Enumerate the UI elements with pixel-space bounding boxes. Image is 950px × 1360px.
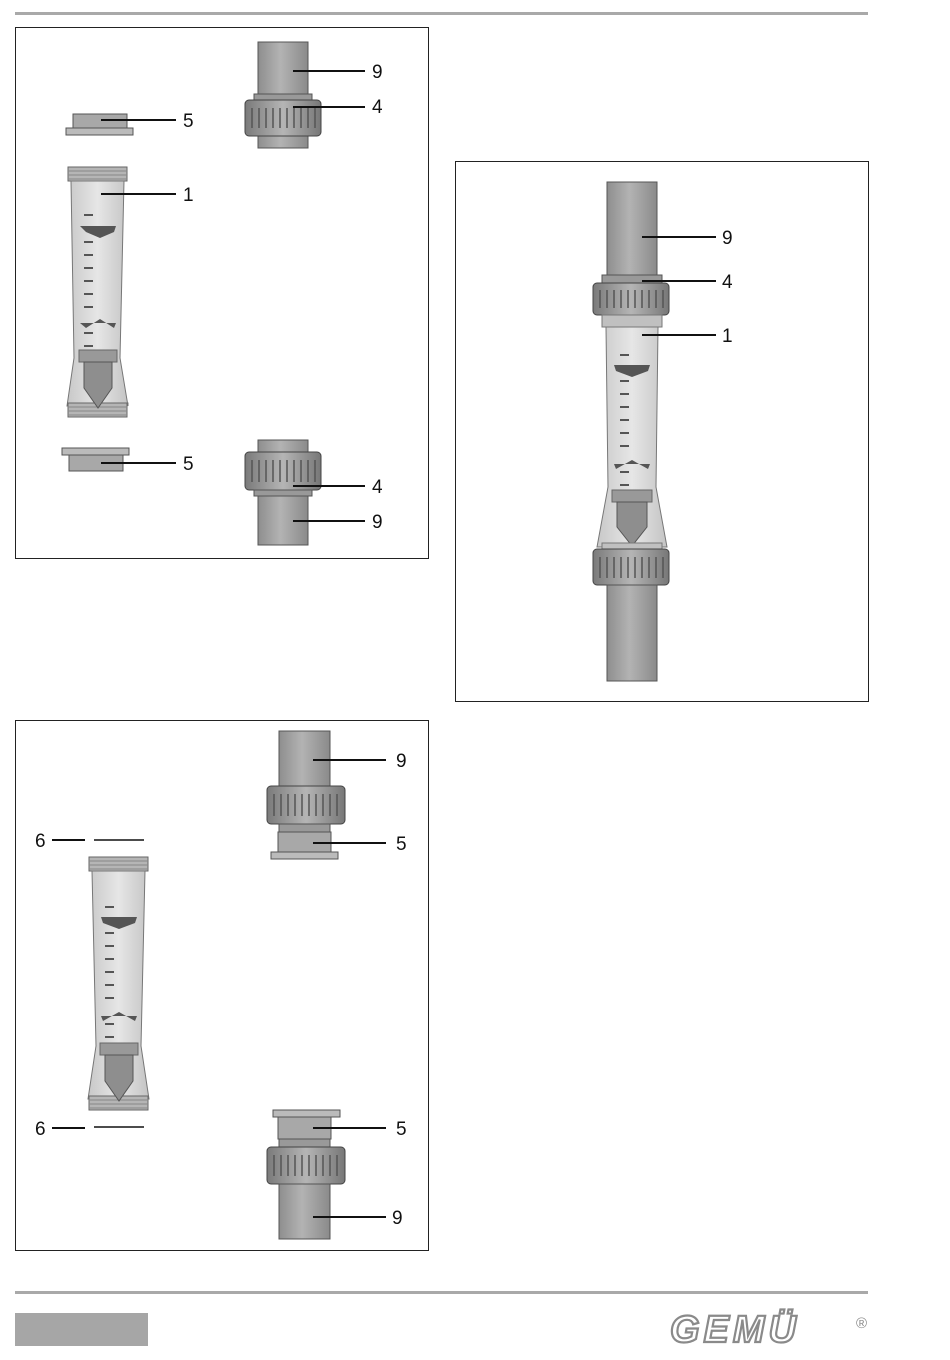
label-insert-top: 5 (396, 834, 407, 855)
pipe-lower (607, 585, 657, 681)
label-nut-bottom: 4 (372, 477, 383, 498)
registered-mark: ® (856, 1315, 867, 1332)
figure-seal-assembly: 9 6 5 6 5 9 (15, 720, 429, 1251)
flowmeter-body-assembled (597, 315, 667, 547)
label-seal-top: 6 (35, 831, 46, 852)
label-pipe-top: 9 (396, 751, 407, 772)
label-insert-bottom: 5 (183, 454, 194, 475)
insert-top (66, 114, 133, 135)
pipe-upper (607, 182, 657, 286)
insert-bottom (62, 448, 129, 471)
label-nut-top: 4 (372, 97, 383, 118)
label-insert-top: 5 (183, 111, 194, 132)
union-nut-top (267, 786, 345, 824)
union-nut-bottom (267, 1147, 345, 1184)
union-nut-bottom (245, 452, 321, 496)
label-pipe: 9 (722, 228, 733, 249)
footer-rule (15, 1291, 868, 1294)
insert-top (271, 824, 338, 859)
pipe-bottom (279, 1184, 330, 1239)
label-seal-bottom: 6 (35, 1119, 46, 1140)
flowmeter-body (88, 857, 149, 1110)
union-nut-lower (593, 543, 669, 585)
label-body: 1 (183, 185, 194, 206)
logo-wordmark: GEMÜ (670, 1308, 800, 1348)
label-nut: 4 (722, 272, 733, 293)
figure-assembled: 9 4 1 (455, 161, 869, 702)
union-nut-top (245, 94, 321, 136)
label-pipe-top: 9 (372, 62, 383, 83)
flowmeter-body (67, 167, 128, 417)
figure-exploded-assembly: 9 4 5 1 5 4 9 (15, 27, 429, 559)
label-body: 1 (722, 326, 733, 347)
gemu-logo: GEMÜ ® (668, 1308, 878, 1348)
header-rule (15, 12, 868, 15)
page-number-badge (15, 1313, 148, 1346)
label-pipe-bottom: 9 (372, 512, 383, 533)
label-insert-bottom: 5 (396, 1119, 407, 1140)
label-pipe-bottom: 9 (392, 1208, 403, 1229)
